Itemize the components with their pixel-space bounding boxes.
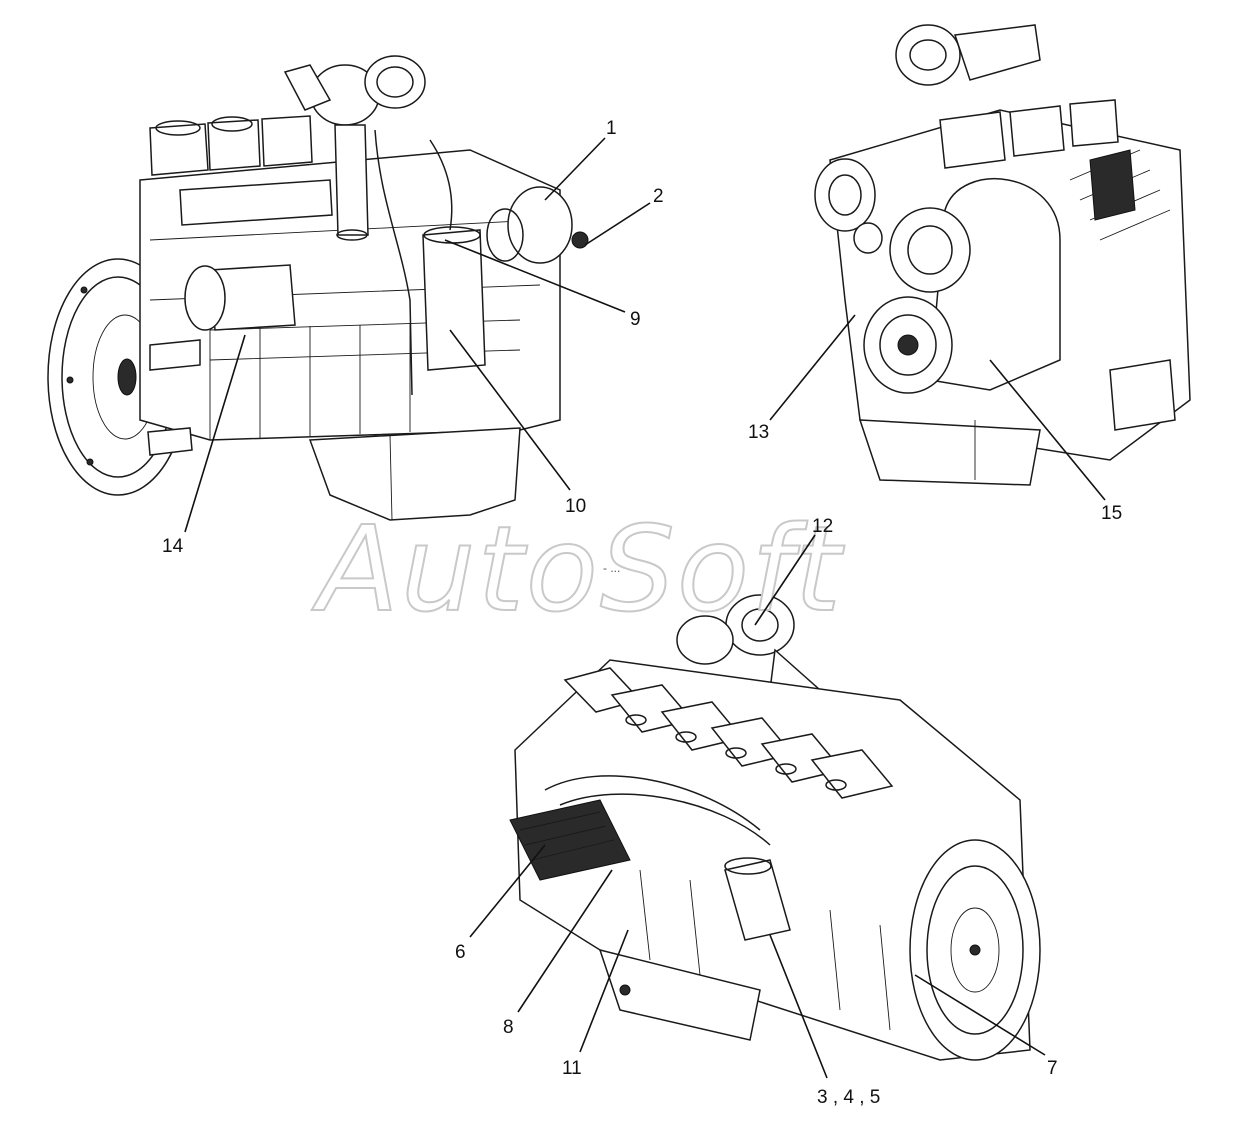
callout-8: 8 [503, 1017, 514, 1038]
leader-15 [989, 359, 1106, 501]
leader-6 [469, 844, 546, 938]
callouts: 1 2 9 10 14 13 15 12 6 8 11 3 , 4 , 5 7 [162, 118, 1122, 1108]
callout-12: 12 [812, 516, 833, 537]
leader-14 [184, 334, 246, 533]
leader-3-4-5 [769, 934, 828, 1079]
callout-9: 9 [630, 309, 641, 330]
watermark-mark: - ... [603, 561, 620, 575]
leader-8 [517, 869, 613, 1013]
callout-11: 11 [562, 1058, 582, 1079]
callout-15: 15 [1101, 503, 1122, 524]
leader-9 [444, 239, 626, 313]
callout-14: 14 [162, 536, 184, 557]
leader-11 [579, 929, 629, 1053]
callout-13: 13 [748, 422, 769, 443]
leader-10 [449, 329, 571, 491]
leader-2 [584, 202, 651, 246]
callout-2: 2 [653, 186, 664, 207]
leader-lines [184, 137, 1106, 1079]
callout-6: 6 [455, 942, 466, 963]
callout-10: 10 [565, 496, 586, 517]
engine-view-left [47, 55, 589, 521]
callout-3-4-5: 3 , 4 , 5 [817, 1087, 880, 1108]
callout-1: 1 [606, 118, 617, 139]
leader-1 [544, 137, 606, 201]
leader-13 [769, 314, 856, 421]
leader-12 [754, 534, 816, 626]
engine-view-right [814, 24, 1191, 486]
engine-view-bottom [509, 594, 1041, 1061]
callout-7: 7 [1047, 1058, 1058, 1079]
watermark-text: AutoSoft [311, 500, 845, 638]
leader-7 [914, 974, 1046, 1056]
